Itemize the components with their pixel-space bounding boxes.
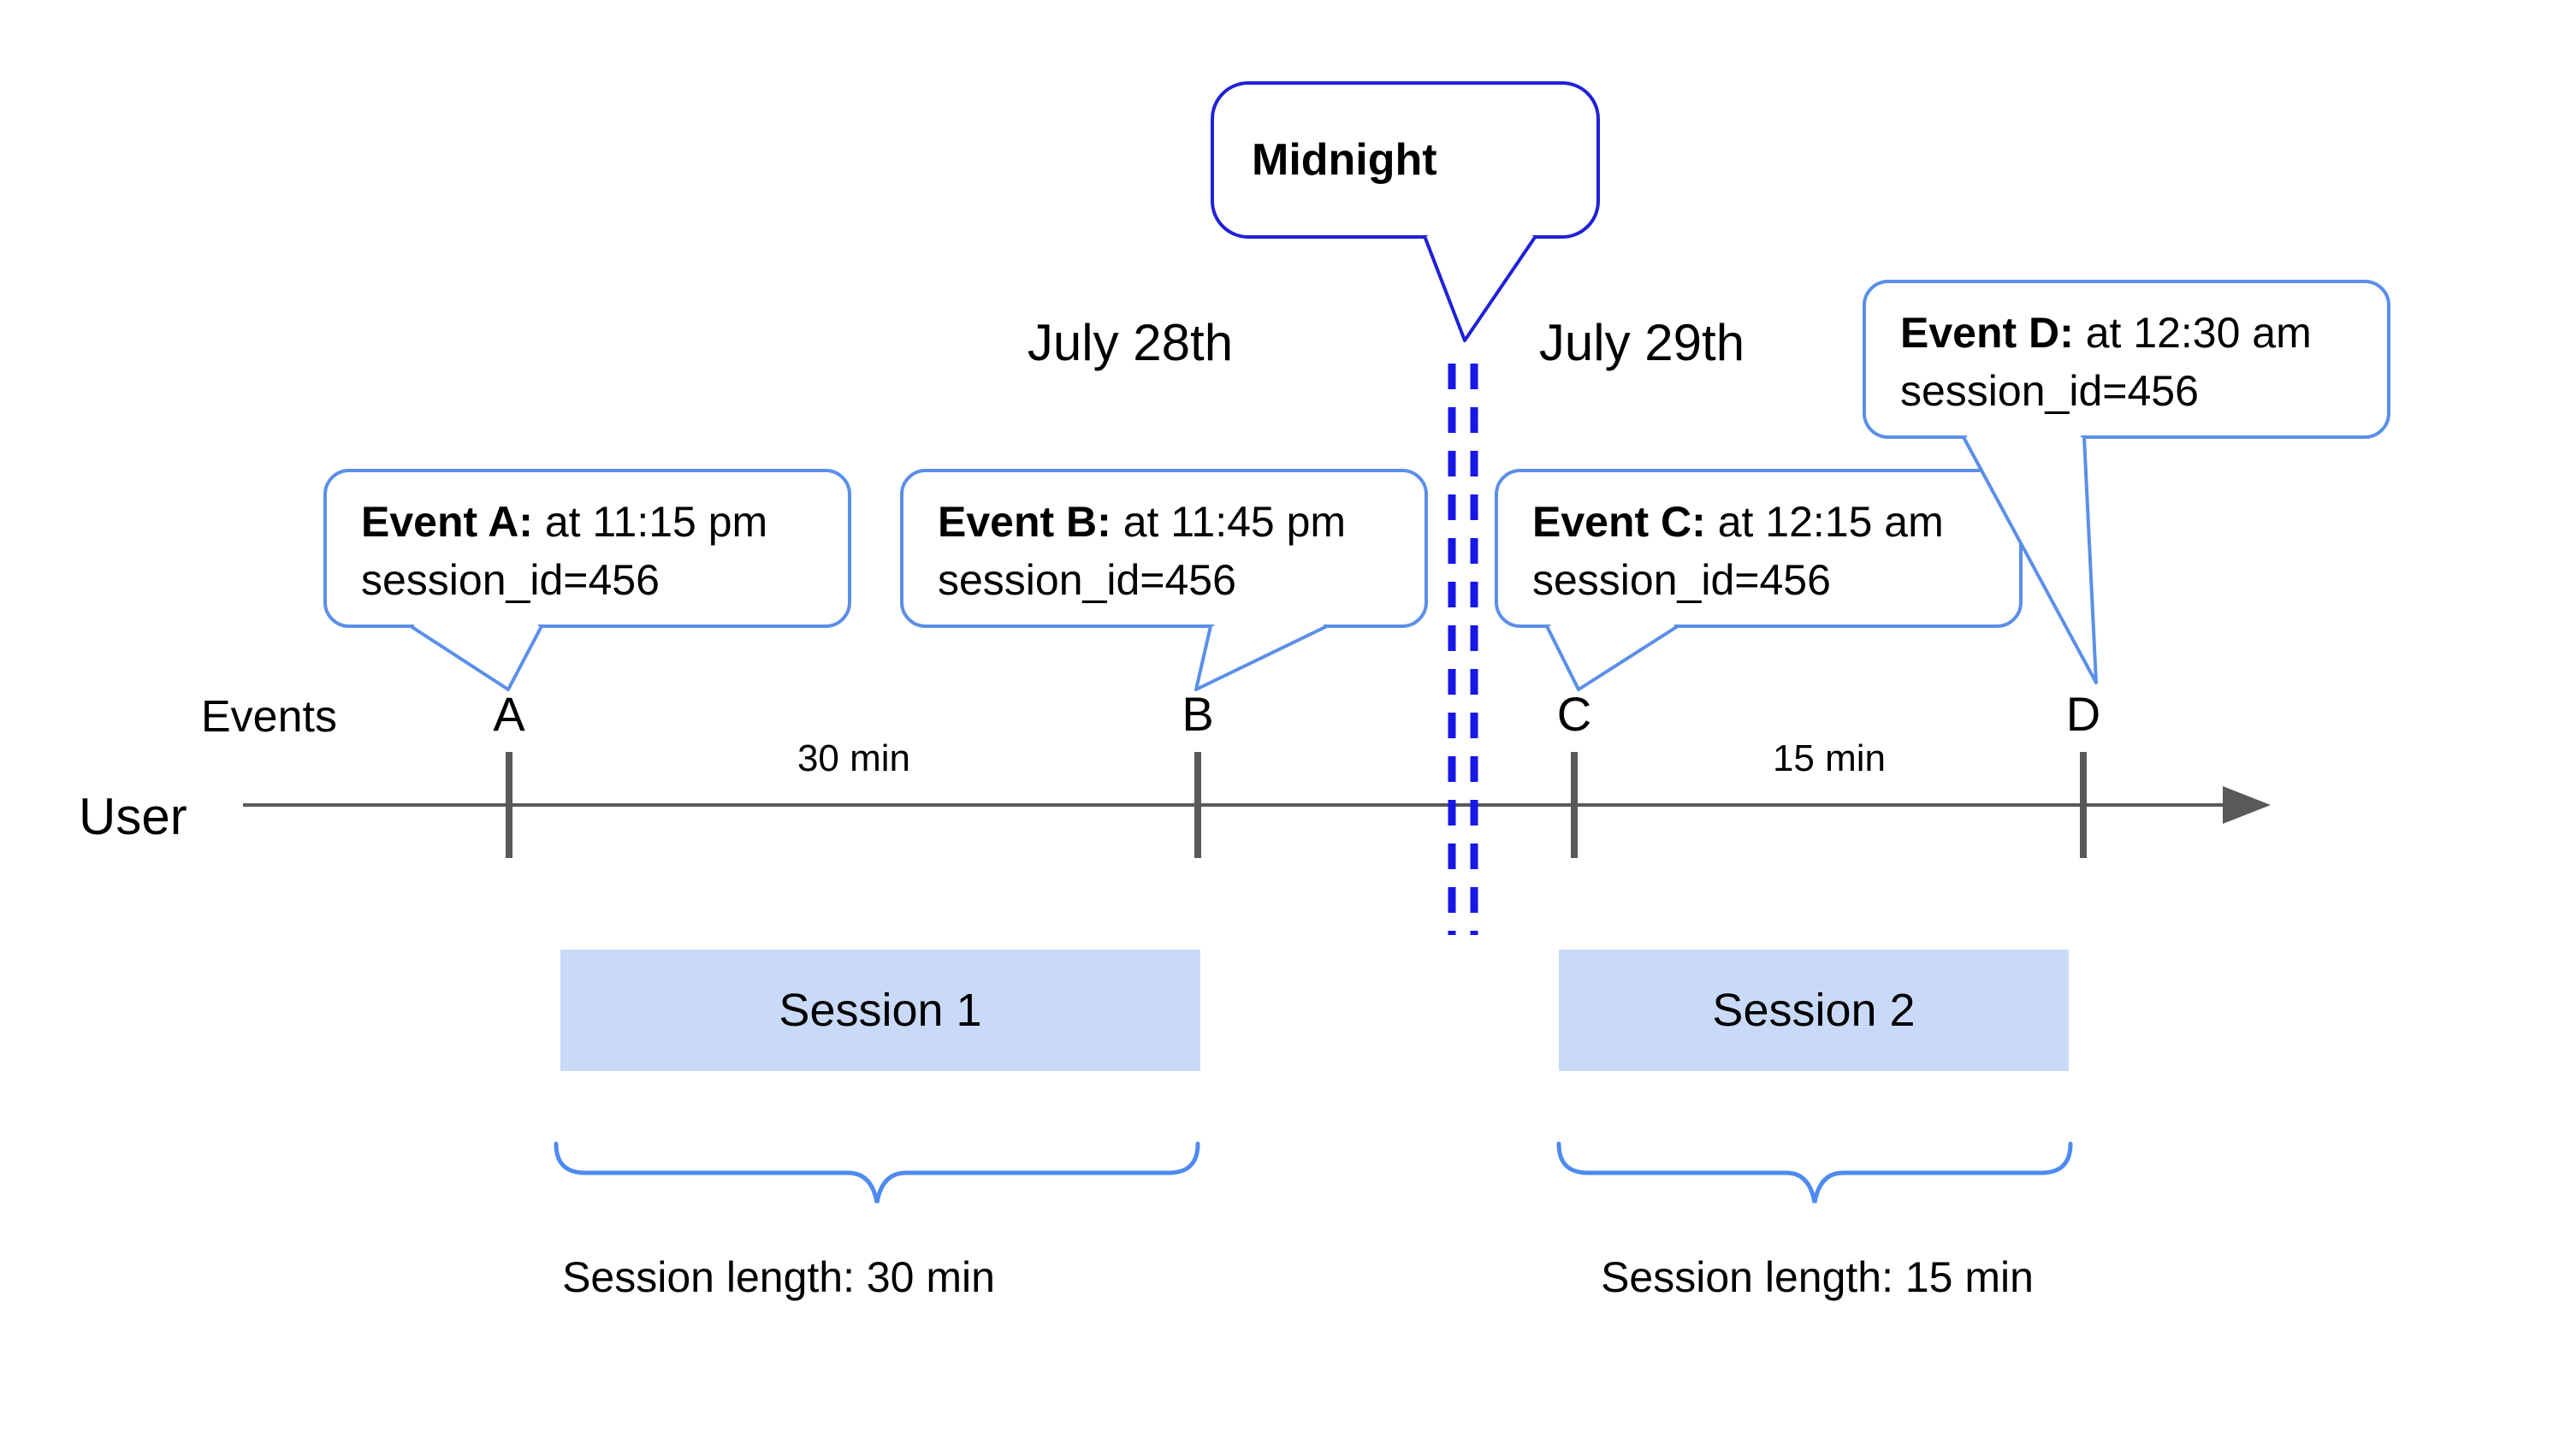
event-a-title: Event A:: [361, 498, 533, 546]
midnight-callout: Midnight: [1211, 81, 1600, 239]
event-c-title: Event C:: [1532, 498, 1706, 546]
event-a-tail-shape: [409, 624, 543, 691]
event-b-session-id: session_id=456: [938, 556, 1236, 604]
event-d-session-id: session_id=456: [1900, 367, 2199, 415]
event-c-tail-shape: [1545, 624, 1679, 691]
event-c-callout: Event C: at 12:15 am session_id=456: [1495, 469, 2023, 628]
session-2-length-label: Session length: 15 min: [1601, 1253, 2034, 1301]
midnight-callout-tail: [1423, 232, 1537, 342]
session-2-box: Session 2: [1559, 950, 2069, 1071]
event-b-time: at 11:45 pm: [1111, 498, 1347, 546]
event-d-title: Event D:: [1900, 309, 2074, 357]
session-1-brace: [554, 1141, 1200, 1204]
timeline-arrowhead-icon: [2223, 786, 2271, 824]
event-marker-b: B: [1182, 687, 1214, 741]
event-a-title-line: Event A: at 11:15 pm: [361, 493, 848, 551]
event-d-title-line: Event D: at 12:30 am: [1900, 304, 2387, 362]
event-c-title-line: Event C: at 12:15 am: [1532, 493, 2019, 551]
event-d-callout: Event D: at 12:30 am session_id=456: [1863, 280, 2390, 439]
event-a-callout: Event A: at 11:15 pm session_id=456: [323, 469, 851, 628]
event-marker-c: C: [1556, 687, 1592, 741]
session-1-length-label: Session length: 30 min: [562, 1253, 995, 1301]
midnight-divider: [1448, 364, 1478, 935]
session-2-brace: [1556, 1141, 2073, 1204]
timeline-axis: [243, 752, 2271, 858]
session-1-label: Session 1: [779, 985, 982, 1036]
event-b-tail-shape: [1194, 624, 1328, 691]
event-marker-a: A: [493, 687, 525, 741]
event-b-title: Event B:: [938, 498, 1111, 546]
event-b-title-line: Event B: at 11:45 pm: [938, 493, 1425, 551]
user-axis-label: User: [79, 788, 187, 845]
event-marker-d: D: [2065, 687, 2101, 741]
interval-15min-label: 15 min: [1772, 737, 1887, 779]
event-a-session-id: session_id=456: [361, 556, 660, 604]
event-a-time: at 11:15 pm: [532, 498, 768, 546]
date-label-july-29: July 29th: [1538, 314, 1745, 371]
events-axis-label: Events: [201, 692, 337, 742]
event-c-time: at 12:15 am: [1705, 498, 1944, 546]
midnight-label: Midnight: [1252, 135, 1437, 185]
session-1-box: Session 1: [560, 950, 1200, 1071]
event-c-session-id: session_id=456: [1532, 556, 1831, 604]
session-braces: [554, 1141, 2073, 1204]
event-d-time: at 12:30 am: [2073, 309, 2312, 357]
session-2-label: Session 2: [1712, 985, 1916, 1036]
interval-30min-label: 30 min: [797, 737, 911, 779]
date-label-july-28: July 28th: [1027, 314, 1234, 371]
midnight-tail-shape: [1423, 234, 1537, 342]
event-b-callout: Event B: at 11:45 pm session_id=456: [900, 469, 1428, 628]
